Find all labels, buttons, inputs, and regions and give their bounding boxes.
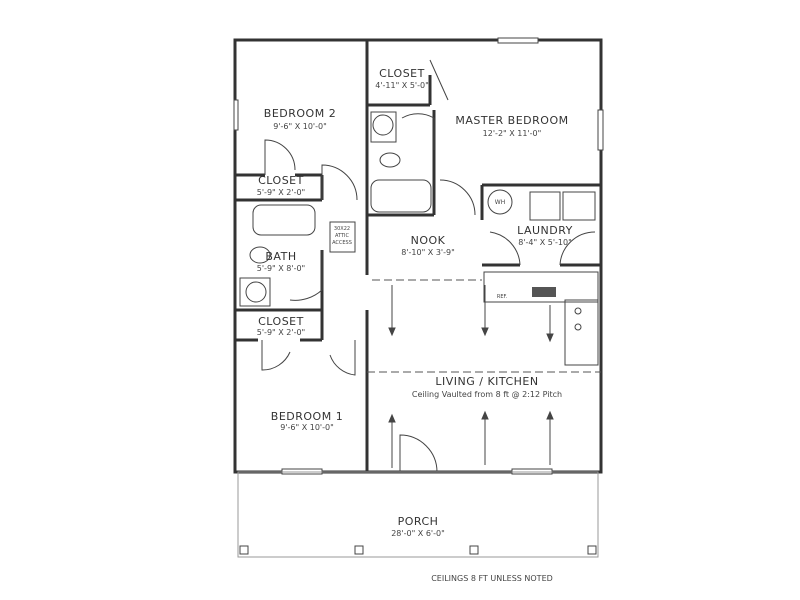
living-kitchen-label: LIVING / KITCHEN xyxy=(435,375,538,388)
doors xyxy=(261,59,596,473)
master-closet-label: CLOSET xyxy=(379,67,425,80)
laundry-label: LAUNDRY xyxy=(517,224,573,237)
bath-size: 5'-9" X 8'-0" xyxy=(257,264,305,273)
footnote: CEILINGS 8 FT UNLESS NOTED xyxy=(431,574,553,583)
attic-text: ATTIC xyxy=(335,233,350,239)
nook-label: NOOK xyxy=(411,234,446,247)
porch-size: 28'-0" X 6'-0" xyxy=(391,529,445,538)
refrigerator-label: REF. xyxy=(497,294,508,300)
bath-label: BATH xyxy=(265,250,296,263)
master-bedroom-label: MASTER BEDROOM xyxy=(455,114,568,127)
attic-access xyxy=(329,221,356,253)
nook-size: 8'-10" X 3'-9" xyxy=(401,248,455,257)
interior-walls xyxy=(235,40,601,472)
window xyxy=(597,109,604,151)
closet-size: 5'-9" X 2'-0" xyxy=(257,188,305,197)
water-heater-label: WH xyxy=(495,199,505,206)
laundry-size: 8'-4" X 5'-10" xyxy=(518,238,572,247)
porch-label: PORCH xyxy=(398,515,439,528)
bedroom1-label: BEDROOM 1 xyxy=(271,410,343,423)
porch xyxy=(237,471,599,558)
bedroom1-size: 9'-6" X 10'-0" xyxy=(280,423,334,432)
ceiling-note: Ceiling Vaulted from 8 ft @ 2:12 Pitch xyxy=(412,390,562,399)
bedroom2-size: 9'-6" X 10'-0" xyxy=(273,122,327,131)
window xyxy=(233,99,239,131)
closet-label: CLOSET xyxy=(258,174,304,187)
fixtures xyxy=(239,111,599,366)
window xyxy=(497,37,539,44)
closet-size: 5'-9" X 2'-0" xyxy=(257,328,305,337)
vault-arrows xyxy=(388,285,554,468)
closet-label: CLOSET xyxy=(258,315,304,328)
attic-text: ACCESS xyxy=(332,240,352,246)
bedroom2-label: BEDROOM 2 xyxy=(264,107,336,120)
master-closet-size: 4'-11" X 5'-0" xyxy=(375,81,429,90)
master-bedroom-size: 12'-2" X 11'-0" xyxy=(483,129,542,138)
attic-text: 30X22 xyxy=(334,226,350,232)
